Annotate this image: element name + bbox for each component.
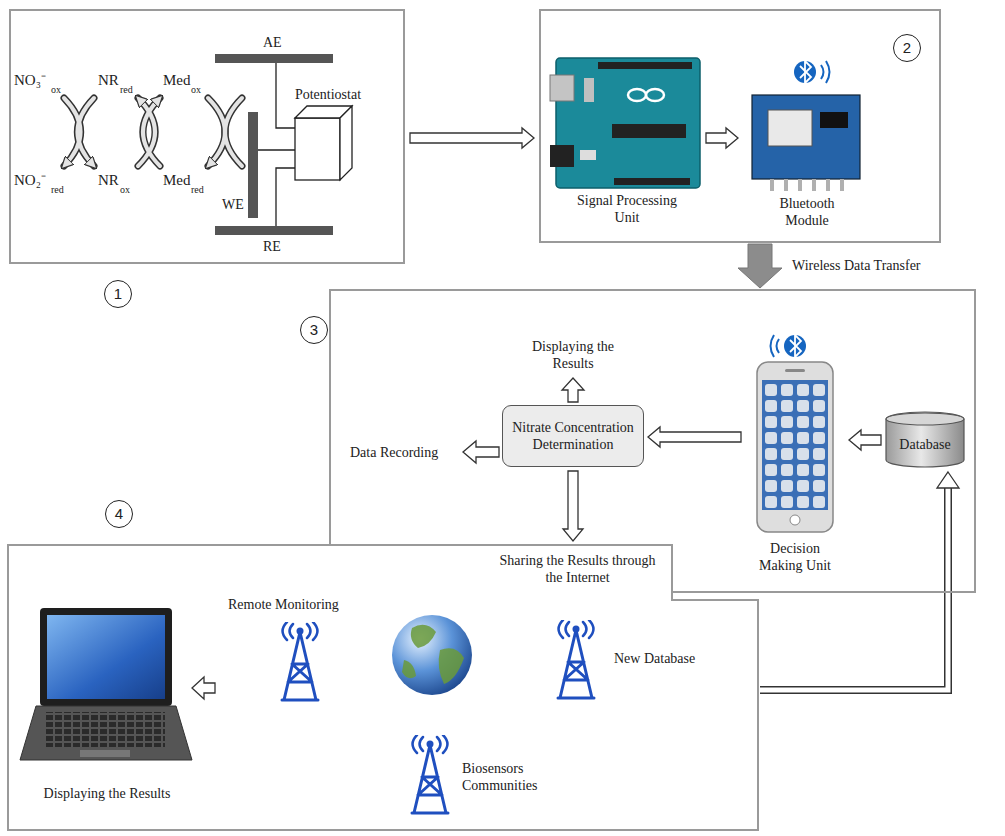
- redox-state: red: [51, 184, 64, 196]
- network-label: Remote Monitoring: [228, 596, 339, 613]
- edge-label: Wireless Data Transfer: [790, 257, 923, 274]
- connector-arrow: [648, 427, 741, 447]
- caption: Decision Making Unit: [750, 540, 840, 574]
- caption: Displaying the Results: [42, 785, 172, 802]
- panel: 4Displaying the Results: [8, 545, 758, 831]
- caption: Signal Processing Unit: [567, 192, 687, 226]
- node-text: Nitrate Concentration Determination: [509, 419, 637, 453]
- redox-state: ox: [191, 84, 201, 96]
- panel: 1Potentiostat: [10, 10, 404, 263]
- species-name: Med: [163, 72, 191, 89]
- caption: Bluetooth Module: [757, 195, 857, 229]
- output-label: Displaying the Results: [518, 338, 628, 372]
- connector-arrow: [760, 472, 959, 690]
- process-box: Nitrate Concentration Determination: [502, 405, 644, 467]
- signal-processing-unit: Signal Processing Unit: [552, 50, 702, 232]
- electrode-label: WE: [222, 196, 244, 213]
- network-label: Biosensors Communities: [462, 760, 562, 794]
- callout-number: 2: [893, 34, 921, 62]
- connector-arrow: [563, 471, 583, 541]
- panel: 3Nitrate Concentration DeterminationDeci…: [330, 290, 975, 592]
- node-text: Database: [899, 436, 950, 453]
- network-label: Sharing the Results through the Internet: [490, 552, 665, 586]
- species-name: NO₂⁻: [14, 172, 46, 189]
- redox-state: red: [191, 184, 204, 196]
- panel-outline: [10, 10, 404, 263]
- redox-state: ox: [120, 184, 130, 196]
- database-cylinder: Database: [885, 412, 965, 468]
- callout-number: 1: [104, 280, 132, 308]
- electrode-label: AE: [263, 34, 282, 51]
- laptop: Displaying the Results: [22, 600, 192, 828]
- redox-state: ox: [51, 84, 61, 96]
- connector-arrow: [738, 244, 782, 288]
- caption: Potentiostat: [280, 86, 376, 103]
- species-name: NR: [98, 172, 119, 189]
- output-label: Data Recording: [350, 444, 438, 461]
- potentiostat: Potentiostat: [280, 86, 376, 182]
- smartphone: Decision Making Unit: [745, 330, 845, 582]
- network-label: New Database: [614, 650, 695, 667]
- electrode-label: RE: [263, 238, 281, 255]
- panel-outline: [330, 290, 975, 592]
- species-name: NR: [98, 72, 119, 89]
- species-name: Med: [163, 172, 191, 189]
- bluetooth-module: Bluetooth Module: [742, 60, 872, 232]
- connector-arrow: [410, 128, 534, 148]
- connector-arrow: [849, 430, 881, 450]
- connector-arrow: [706, 128, 738, 148]
- species-name: NO₃⁻: [14, 72, 46, 89]
- panel: 2Signal Processing Unit Bluetooth Module: [540, 10, 940, 242]
- redox-state: red: [120, 84, 133, 96]
- callout-number: 4: [105, 500, 133, 528]
- callout-number: 3: [300, 316, 328, 344]
